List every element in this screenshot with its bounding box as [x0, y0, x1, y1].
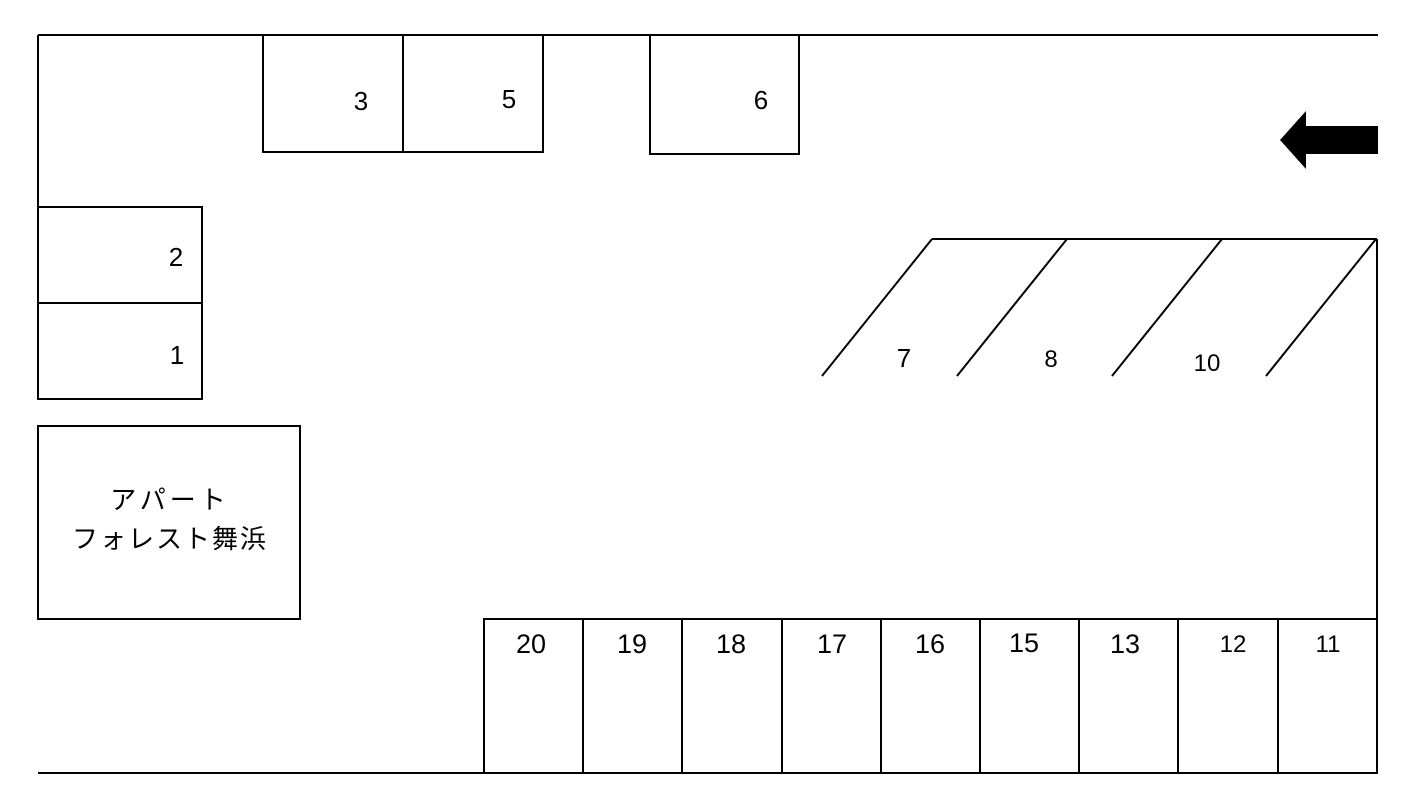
space-number-19: 19 — [617, 629, 647, 659]
space-number-1: 1 — [170, 340, 184, 370]
arrow-left-icon — [1280, 111, 1378, 169]
space-number-17: 17 — [817, 629, 847, 659]
space-number-6: 6 — [754, 85, 768, 115]
space-number-7: 7 — [897, 343, 911, 373]
space-number-8: 8 — [1044, 346, 1057, 373]
space-number-5: 5 — [502, 84, 516, 114]
building-name-line-2: フォレスト舞浜 — [72, 524, 268, 554]
angled-divider-1 — [821, 238, 933, 377]
space-number-16: 16 — [915, 629, 945, 659]
parking-space-5 — [402, 34, 544, 153]
parking-space-6 — [649, 34, 800, 155]
space-number-12: 12 — [1220, 631, 1247, 658]
apartment-building — [37, 425, 301, 620]
building-name-line-1: アパート — [110, 485, 229, 515]
space-number-2: 2 — [169, 242, 183, 272]
space-number-15: 15 — [1009, 628, 1039, 658]
angled-divider-2 — [956, 238, 1068, 377]
parking-space-3 — [262, 34, 404, 153]
space-number-18: 18 — [716, 629, 746, 659]
angled-divider-4 — [1265, 238, 1377, 377]
space-number-20: 20 — [516, 629, 546, 659]
angled-divider-3 — [1111, 238, 1223, 377]
parking-space-11 — [1277, 618, 1378, 774]
space-number-13: 13 — [1110, 629, 1140, 659]
space-number-3: 3 — [354, 86, 368, 116]
parking-space-1 — [37, 302, 203, 400]
space-number-10: 10 — [1194, 350, 1221, 377]
space-number-11: 11 — [1316, 631, 1341, 658]
